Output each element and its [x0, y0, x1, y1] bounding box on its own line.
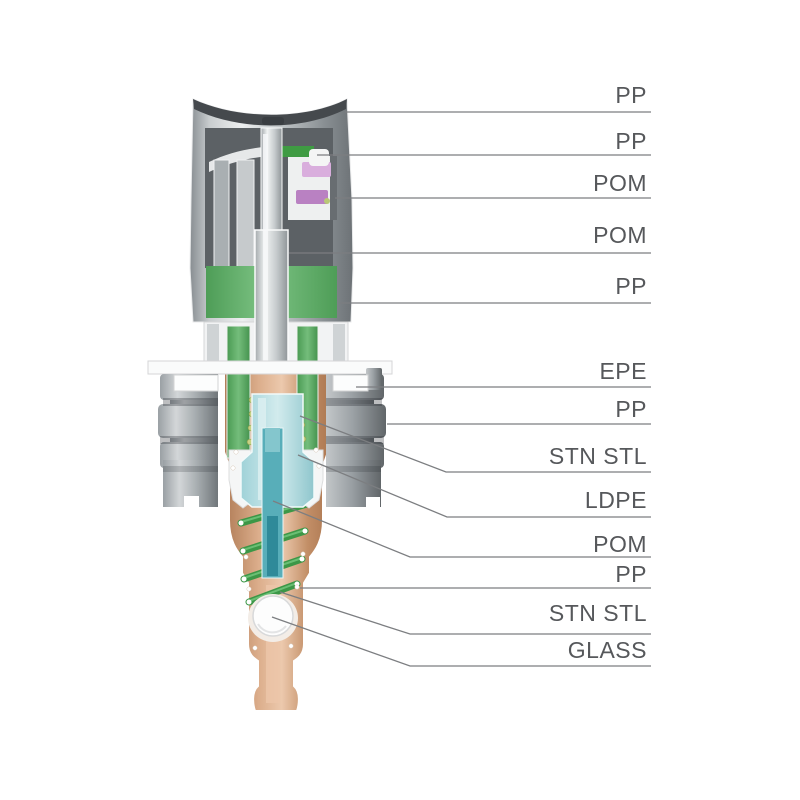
- neck-shade-left: [207, 324, 219, 361]
- glass-ball-shading: [257, 623, 287, 634]
- material-label-pom-1: POM: [593, 170, 647, 196]
- material-label-pp-2: PP: [615, 128, 647, 154]
- closure-right-top-tab: [366, 368, 382, 390]
- valve-housing-shadow-edge: [330, 156, 337, 220]
- piston-teal-stem-core: [267, 516, 278, 576]
- glass-ball: [252, 595, 294, 637]
- neck-shade-right: [333, 324, 345, 361]
- bottle-closure: [147, 360, 393, 508]
- closure-right-groove-shadow-3: [326, 466, 381, 472]
- material-labels: PP PP POM POM PP EPE PP STN STL LDPE POM…: [549, 82, 647, 663]
- pom-seal-lower-pink: [296, 190, 328, 204]
- closure-left-groove-shadow-2: [160, 436, 218, 444]
- leader-line-pom-3: [272, 500, 651, 558]
- closure-right-rib-2: [326, 404, 386, 438]
- inner-white-cap-piece: [309, 149, 329, 166]
- collar-leg-left: [226, 325, 251, 459]
- closure-left-half: [158, 374, 218, 508]
- leader-line-ldpe: [297, 454, 651, 518]
- material-label-pp-4: PP: [615, 396, 647, 422]
- material-label-pp-5: PP: [615, 561, 647, 587]
- stem-highlight: [263, 134, 268, 422]
- piston-teal-stem-tip: [265, 428, 280, 452]
- material-label-epe: EPE: [599, 358, 647, 384]
- leader-line-stn-stl-2: [279, 591, 651, 635]
- material-label-pp-3: PP: [615, 273, 647, 299]
- closure-right-bottom-notch: [366, 497, 380, 508]
- material-label-ldpe: LDPE: [585, 487, 647, 513]
- closure-right-groove-shadow-2: [326, 436, 384, 444]
- closure-left-groove-shadow-1: [163, 398, 218, 406]
- material-label-glass: GLASS: [568, 637, 647, 663]
- leader-line-stn-stl-1: [299, 415, 651, 473]
- cap-top-dark-band: [193, 99, 347, 126]
- actuator-inner-wall-left-outer: [213, 159, 230, 269]
- closure-left-groove-shadow-3: [163, 466, 218, 472]
- actuator-inner-wall-left-inner: [236, 159, 255, 269]
- body-weld-dots: [230, 447, 322, 651]
- material-label-stn-stl-1: STN STL: [549, 443, 647, 469]
- valve-spring-dot: [324, 198, 330, 204]
- piston-assembly: [228, 393, 324, 579]
- epe-gasket-right: [332, 374, 369, 392]
- material-label-pp-1: PP: [615, 82, 647, 108]
- closure-top-white-band: [147, 360, 393, 375]
- closure-left-rib-2: [158, 404, 218, 438]
- leader-line-glass: [271, 616, 651, 667]
- epe-gasket-left: [173, 374, 219, 392]
- material-label-pom-3: POM: [593, 531, 647, 557]
- material-label-pom-2: POM: [593, 222, 647, 248]
- closure-left-bottom-notch: [184, 496, 199, 508]
- closure-right-groove-shadow-1: [326, 398, 382, 406]
- material-label-stn-stl-2: STN STL: [549, 600, 647, 626]
- cap-orifice-notch: [262, 117, 284, 125]
- inner-gasket-green-bar: [267, 146, 314, 157]
- leader-lines: [271, 111, 651, 667]
